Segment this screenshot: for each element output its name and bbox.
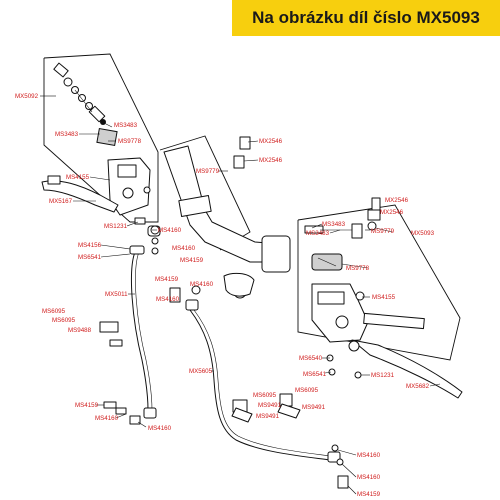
- label-mx5093: MX5093: [411, 230, 435, 237]
- right-reservoir-cap: [311, 253, 343, 271]
- right-master-cylinder: [304, 197, 463, 399]
- label-ms9491-c: MS9491: [256, 413, 280, 420]
- right-cylinder-body: [311, 283, 425, 343]
- label-mx2546-b: MX2546: [259, 157, 283, 164]
- label-mx5605: MX5605: [189, 368, 213, 375]
- label-ms4160-b: MS4160: [172, 245, 196, 252]
- label-ms9491-a: MS9491: [258, 402, 282, 409]
- left-brake-lever: [41, 175, 119, 213]
- label-ms9488: MS9488: [68, 327, 92, 334]
- label-ms6095-a: MS6095: [42, 308, 66, 315]
- label-mx2546-c: MX2546: [385, 197, 409, 204]
- label-ms9779-a: MS9779: [196, 168, 220, 175]
- hose-clips-and-bolts: [103, 393, 349, 489]
- label-ms9779-b: MS9779: [371, 228, 395, 235]
- label-ms1231-a: MS1231: [104, 223, 128, 230]
- handlebar-assembly: [163, 136, 291, 299]
- part-number-banner: Na obrázku díl číslo MX5093: [232, 0, 500, 36]
- label-ms4160-c: MS4160: [190, 281, 214, 288]
- leader-lines: [40, 95, 441, 495]
- banner-title: Na obrázku díl číslo MX5093: [252, 8, 480, 27]
- label-ms6541-b: MS6541: [303, 371, 327, 378]
- label-ms6541-a: MS6541: [78, 254, 102, 261]
- label-ms3483-a: MS3483: [55, 131, 79, 138]
- label-ms4155-a: MS4155: [66, 174, 90, 181]
- label-mx5092: MX5092: [15, 93, 39, 100]
- label-ms4159-a: MS4159: [180, 257, 204, 264]
- label-ms9778-a: MS9778: [118, 138, 142, 145]
- label-mx5011: MX5011: [105, 291, 128, 298]
- part-labels: MX5092 MS3483 MS3483 MS9778 MX2546 MX254…: [15, 93, 435, 498]
- right-lever-pivot: [326, 354, 362, 379]
- label-mx2546-d: MX2546: [380, 209, 404, 216]
- label-ms9491-b: MS9491: [302, 404, 326, 411]
- label-ms4160-f: MS4160: [148, 425, 172, 432]
- label-ms6095-d: MS6095: [295, 387, 319, 394]
- label-ms9778-b: MS9778: [346, 265, 370, 272]
- label-ms6095-c: MS6095: [253, 392, 277, 399]
- label-ms4155-b: MS4155: [372, 294, 396, 301]
- left-brake-hose: [99, 225, 160, 419]
- label-ms1231-b: MS1231: [371, 372, 395, 379]
- right-brake-hose: [169, 285, 341, 463]
- label-ms4156: MS4156: [78, 242, 102, 249]
- label-ms3483-b: MS3483: [114, 122, 138, 129]
- left-master-cylinder: [41, 62, 161, 237]
- label-mx5167: MX5167: [49, 198, 73, 205]
- label-ms4160-a: MS4160: [158, 227, 182, 234]
- label-ms6540: MS6540: [299, 355, 323, 362]
- label-ms4160-d: MS4160: [156, 296, 180, 303]
- right-cylinder-internal-parts: [304, 197, 381, 239]
- label-ms3483-d: MS3483: [306, 230, 330, 237]
- right-brake-lever: [348, 339, 463, 399]
- label-mx2546-a: MX2546: [259, 138, 283, 145]
- label-ms4160-e: MS4160: [95, 415, 119, 422]
- label-ms4159-c: MS4159: [75, 402, 99, 409]
- left-master-cylinder-frame: [43, 53, 159, 223]
- label-ms4160-h: MS4160: [357, 474, 381, 481]
- left-cylinder-internal-parts: [53, 62, 118, 147]
- label-ms4159-d: MS4159: [357, 491, 381, 498]
- label-ms4159-b: MS4159: [155, 276, 179, 283]
- label-ms3483-c: MS3483: [322, 221, 346, 228]
- label-mx5682: MX5682: [406, 383, 430, 390]
- label-ms4160-g: MS4160: [357, 452, 381, 459]
- label-ms6095-b: MS6095: [52, 317, 76, 324]
